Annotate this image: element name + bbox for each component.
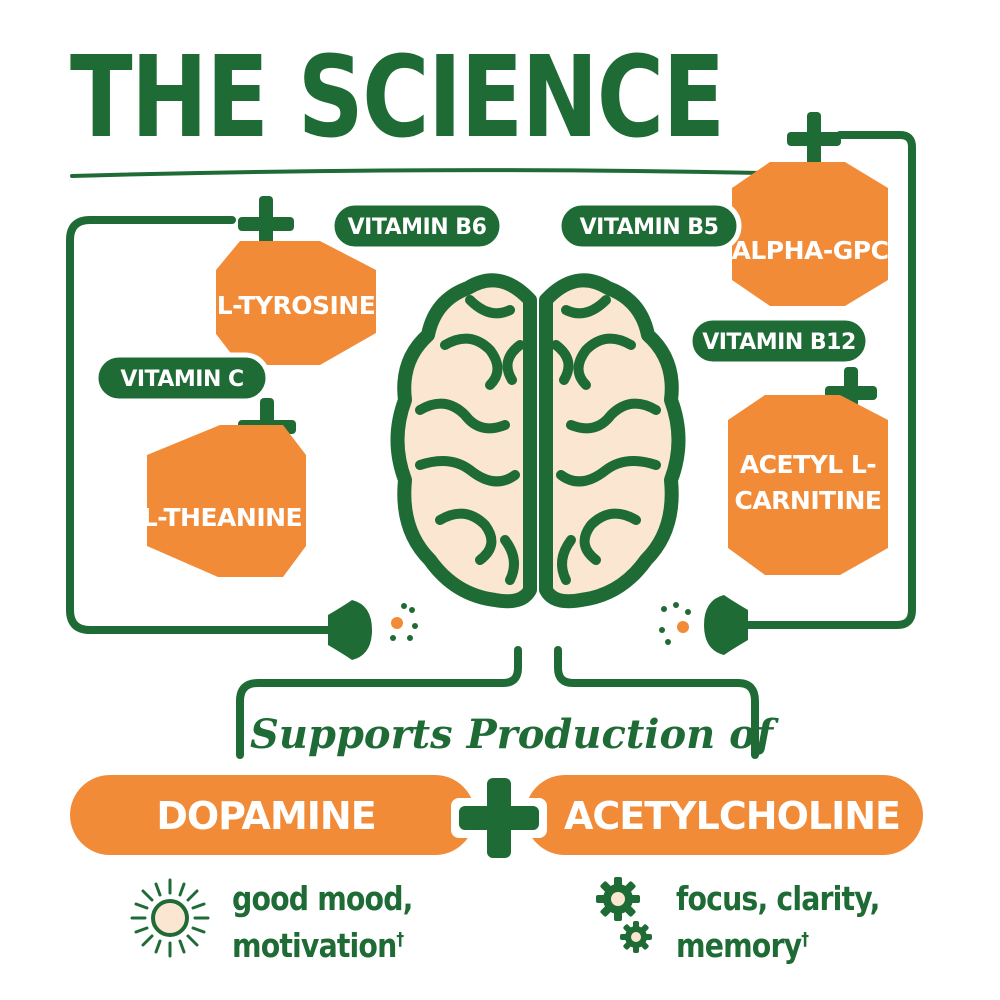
alpha-gpc-label: ALPHA-GPC: [732, 236, 889, 265]
acetylcholine-pill: [525, 775, 923, 855]
right-merge-line: [554, 646, 759, 759]
acetyl-l-carnitine-label-line1: ACETYL L-: [740, 450, 876, 479]
acetylcholine-label: ACETYLCHOLINE: [564, 794, 900, 838]
sun-icon: [130, 878, 210, 958]
acetyl-l-carnitine-label-line2: CARNITINE: [734, 486, 881, 515]
vitamin-b6-pill: [329, 200, 505, 252]
acetyl-l-carnitine-hexagon: [728, 395, 888, 575]
vitamin-b5-pill: [556, 200, 742, 252]
neurotransmitter-dots-left: [390, 603, 418, 641]
benefit-line: focus, clarity,: [676, 879, 880, 918]
neurotransmitter-dots-right: [659, 602, 691, 645]
tagline: Supports Production of: [250, 711, 774, 758]
plus-icon: [238, 196, 294, 252]
alpha-gpc-hexagon: [732, 162, 888, 306]
benefit-text: memory: [676, 926, 802, 965]
dagger-mark: †: [801, 929, 809, 950]
dopamine-label: DOPAMINE: [156, 794, 375, 838]
brain-icon: [390, 273, 686, 609]
neuron-icon: [704, 595, 748, 655]
dopamine-benefits: good mood, motivation†: [232, 878, 413, 966]
acetylcholine-benefits: focus, clarity, memory†: [676, 878, 880, 966]
vitamin-b6-label: VITAMIN B6: [348, 215, 487, 240]
l-tyrosine-label: L-TYROSINE: [217, 291, 376, 320]
left-merge-line: [236, 646, 522, 759]
dagger-mark: †: [396, 929, 404, 950]
vitamin-c-pill: [93, 352, 271, 404]
gear-icon: [596, 877, 640, 921]
neuron-icon: [328, 600, 372, 660]
dopamine-pill: [70, 775, 475, 855]
left-connector-line: [66, 216, 334, 634]
l-theanine-label: L-THEANINE: [142, 503, 302, 532]
vitamin-c-label: VITAMIN C: [120, 367, 243, 392]
vitamin-b5-label: VITAMIN B5: [580, 215, 719, 240]
benefit-text: motivation: [232, 926, 397, 965]
plus-icon: [451, 770, 547, 866]
plus-icon: [787, 112, 841, 166]
benefit-line-with-dagger: memory†: [676, 919, 880, 966]
vitamin-b12-label: VITAMIN B12: [702, 330, 856, 355]
l-theanine-hexagon: [147, 425, 306, 577]
vitamin-b12-pill: [687, 315, 871, 367]
l-tyrosine-hexagon: [216, 241, 376, 365]
title-underline: [70, 168, 764, 178]
benefit-line-with-dagger: motivation†: [232, 919, 413, 966]
benefit-line: good mood,: [232, 879, 413, 918]
gear-icon: [620, 921, 652, 953]
page-title: THE SCIENCE: [70, 33, 725, 163]
right-connector-line: [741, 131, 916, 629]
